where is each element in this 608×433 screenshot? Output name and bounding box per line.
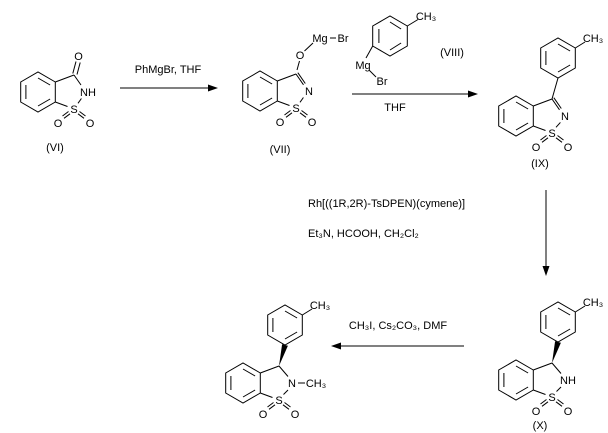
- atoms-x: CH₃ NH S O O: [532, 297, 603, 418]
- atom-br: Br: [338, 33, 349, 45]
- compound-label-vii: (VII): [269, 144, 291, 156]
- reaction-arrow-4: [331, 342, 464, 350]
- atom-mg: Mg: [312, 33, 327, 45]
- stereo-wedge-bond: [279, 344, 288, 366]
- atom-br: Br: [377, 76, 388, 88]
- atom-o-left: O: [276, 117, 285, 129]
- atom-mg: Mg: [355, 60, 370, 72]
- atoms-xi: CH₃ N CH₃ S O O: [259, 300, 330, 421]
- atom-alkoxide-o: O: [296, 50, 305, 62]
- atom-s: S: [70, 104, 77, 116]
- bonds-xi: [225, 304, 313, 410]
- atom-n: N: [288, 378, 296, 390]
- structure-vi: O NH S O O: [20, 51, 96, 130]
- structure-xi-nmethyl: CH₃ N CH₃ S O O: [225, 300, 330, 421]
- compound-label-viii: (VIII): [440, 47, 464, 59]
- bonds-viii: [365, 15, 419, 78]
- atom-n: N: [305, 86, 313, 98]
- atom-o-right: O: [86, 118, 95, 130]
- atom-methyl: CH₃: [310, 300, 330, 312]
- atom-o-left: O: [259, 409, 268, 421]
- compound-label-vi: (VI): [46, 142, 64, 154]
- reaction-arrow-1: [120, 84, 218, 92]
- structure-ix: CH₃ N S O O: [498, 33, 603, 154]
- reagents-step3: Et₃N, HCOOH, CH₂Cl₂: [308, 228, 419, 240]
- structure-x: CH₃ NH S O O: [498, 297, 603, 418]
- atom-o-left: O: [54, 118, 63, 130]
- atom-o-left: O: [532, 142, 541, 154]
- atoms-vi: O NH S O O: [54, 51, 96, 130]
- atoms-viii: CH₃ Mg Br: [355, 11, 436, 88]
- atom-o-left: O: [532, 406, 541, 418]
- bonds-vii: [242, 37, 336, 118]
- atom-methyl: CH₃: [583, 297, 603, 309]
- atom-s: S: [292, 103, 299, 115]
- bonds-vi: [20, 61, 86, 119]
- atom-n-methyl: CH₃: [306, 378, 326, 390]
- atom-nh: NH: [80, 87, 96, 99]
- atom-o-right: O: [564, 142, 573, 154]
- atom-n: N: [561, 111, 569, 123]
- atom-methyl: CH₃: [583, 33, 603, 45]
- structure-vii: O Mg Br N S O O: [242, 33, 349, 129]
- compound-label-ix: (IX): [531, 158, 549, 170]
- compound-label-x: (X): [532, 420, 548, 432]
- atom-carbonyl-o: O: [74, 51, 83, 63]
- structure-viii: CH₃ Mg Br: [355, 11, 436, 88]
- bonds-x: [498, 301, 586, 407]
- stereo-wedge-bond: [552, 341, 561, 363]
- atom-nh: NH: [560, 375, 576, 387]
- atoms-vii: O Mg Br N S O O: [276, 33, 349, 129]
- catalyst-step3: Rh[((1R,2R)-TsDPEN)(cymene)]: [308, 198, 466, 210]
- reagents-step1: PhMgBr, THF: [134, 64, 202, 76]
- atom-methyl: CH₃: [416, 11, 436, 23]
- atoms-ix: CH₃ N S O O: [532, 33, 603, 154]
- solvent-step2: THF: [384, 102, 406, 114]
- reaction-arrow-3: [542, 190, 550, 276]
- atom-o-right: O: [291, 409, 300, 421]
- atom-o-right: O: [308, 117, 317, 129]
- reagents-step4: CH₃I, Cs₂CO₃, DMF: [348, 320, 448, 332]
- atom-o-right: O: [564, 406, 573, 418]
- atom-s: S: [548, 392, 555, 404]
- atom-s: S: [548, 128, 555, 140]
- reaction-arrow-2: [352, 90, 478, 98]
- atom-s: S: [275, 395, 282, 407]
- bonds-ix: [498, 37, 586, 143]
